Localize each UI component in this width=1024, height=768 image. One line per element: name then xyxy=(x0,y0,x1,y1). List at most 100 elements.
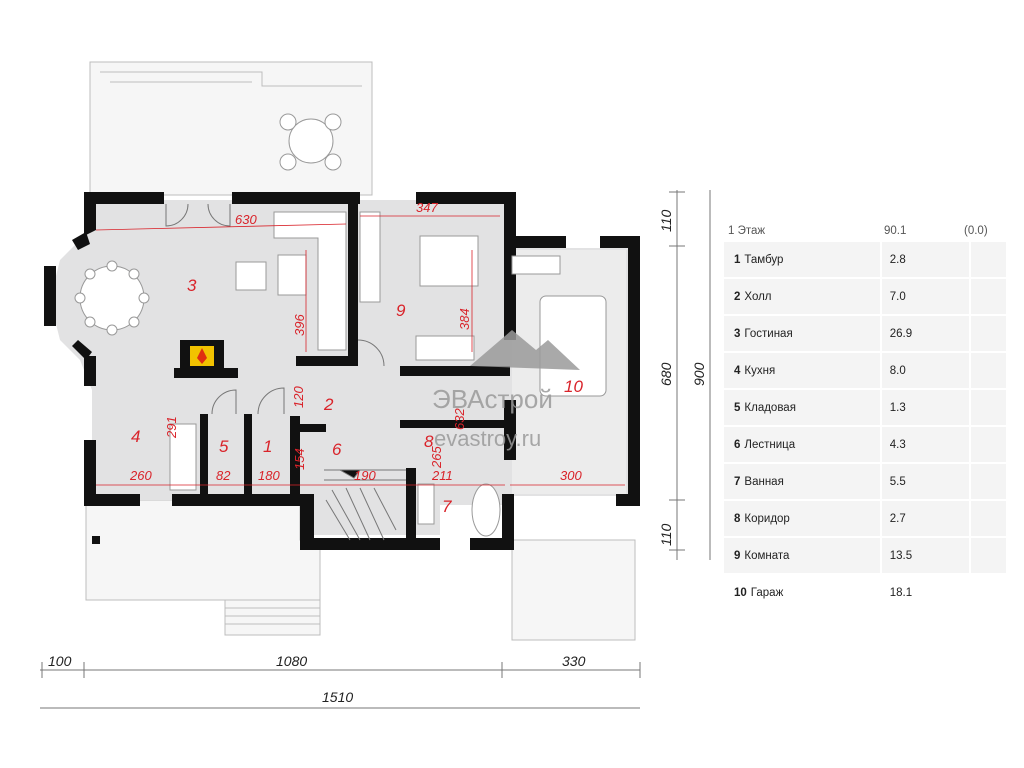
dim-384: 384 xyxy=(457,308,472,330)
room-area: 4.3 xyxy=(881,427,969,462)
room-extra xyxy=(970,316,1006,351)
room-name: Тамбур xyxy=(744,253,784,266)
room-name: Лестница xyxy=(744,438,796,451)
fireplace-icon xyxy=(180,340,224,370)
dim-bottom-330: 330 xyxy=(562,653,586,669)
room-area: 7.0 xyxy=(881,279,969,314)
room-name: Коридор xyxy=(744,512,790,525)
room-extra xyxy=(970,242,1006,277)
dim-120: 120 xyxy=(291,386,306,408)
dim-bottom-1080: 1080 xyxy=(276,653,307,669)
dim-right-bottom-110: 110 xyxy=(658,523,674,546)
room-number: 3 xyxy=(734,327,741,340)
room-number-4: 4 xyxy=(131,427,140,446)
dim-right-680: 680 xyxy=(658,362,674,386)
room-extra xyxy=(970,390,1006,425)
room-extra xyxy=(970,464,1006,499)
room-number: 8 xyxy=(734,512,741,525)
room-number-7: 7 xyxy=(442,497,452,516)
dim-630: 630 xyxy=(235,212,257,227)
terrace-top xyxy=(89,61,373,196)
furniture xyxy=(74,211,607,537)
dim-bottom-1510: 1510 xyxy=(322,689,353,705)
dim-bottom-100: 100 xyxy=(48,653,72,669)
room-extra xyxy=(970,279,1006,314)
door-swings xyxy=(165,203,385,415)
room-area: 26.9 xyxy=(881,316,969,351)
room-number-5: 5 xyxy=(219,437,229,456)
dim-396: 396 xyxy=(292,314,307,336)
room-extra xyxy=(970,538,1006,573)
room-extra xyxy=(970,353,1006,388)
room-number: 5 xyxy=(734,401,741,414)
room-extra xyxy=(970,501,1006,536)
room-name: Комната xyxy=(744,549,790,562)
room-number-9: 9 xyxy=(396,301,406,320)
outer-dimension-lines xyxy=(40,190,711,709)
room-area: 1.3 xyxy=(881,390,969,425)
post-marker xyxy=(92,536,100,544)
room-name: Гараж xyxy=(750,586,784,599)
room-name: Ванная xyxy=(744,475,784,488)
dim-291: 291 xyxy=(164,416,179,439)
room-area: 13.5 xyxy=(881,538,969,573)
dim-265: 265 xyxy=(429,446,444,469)
room-number-8: 8 xyxy=(424,432,434,451)
room-number: 6 xyxy=(734,438,741,451)
inner-dimension-labels: 630 347 396 384 120 291 154 632 265 190 … xyxy=(129,200,582,483)
room-extra xyxy=(970,575,1006,610)
dim-632: 632 xyxy=(452,408,467,430)
room-number-2: 2 xyxy=(323,395,334,414)
dim-right-900: 900 xyxy=(691,362,707,386)
watermark-brand: ЭВАстрой xyxy=(432,384,553,414)
dim-260: 260 xyxy=(129,468,152,483)
room-number: 2 xyxy=(734,290,741,303)
room-number: 10 xyxy=(734,586,747,599)
room-extra xyxy=(970,427,1006,462)
room-area: 2.7 xyxy=(881,501,969,536)
room-name: Холл xyxy=(744,290,772,303)
dim-300: 300 xyxy=(560,468,582,483)
watermark-site: evastroy.ru xyxy=(434,426,541,451)
porch-bottom xyxy=(85,499,636,641)
floor-plan: 3 9 2 4 5 1 6 8 7 10 630 347 396 384 120… xyxy=(40,61,711,709)
dim-347: 347 xyxy=(416,200,438,215)
legend-extra: (0.0) xyxy=(964,225,988,237)
room-number-6: 6 xyxy=(332,440,342,459)
room-area: 2.8 xyxy=(881,242,969,277)
dim-180: 180 xyxy=(258,468,280,483)
legend-floor: 1 Этаж xyxy=(728,225,766,237)
stairs xyxy=(324,469,406,541)
room-name: Гостиная xyxy=(744,327,793,340)
watermark: ЭВАстрой evastroy.ru xyxy=(432,330,580,451)
legend-total: 90.1 xyxy=(884,225,907,237)
room-number: 7 xyxy=(734,475,741,488)
room-name: Кухня xyxy=(744,364,776,377)
room-numbers: 3 9 2 4 5 1 6 8 7 10 xyxy=(131,276,583,516)
dimension-lines xyxy=(95,215,625,486)
room-number-10: 10 xyxy=(564,377,583,396)
room-number: 9 xyxy=(734,549,741,562)
dim-right-top-110: 110 xyxy=(658,209,674,232)
outer-dimension-labels: 100 1080 330 1510 110 680 110 900 xyxy=(48,209,707,705)
dim-154: 154 xyxy=(292,448,307,470)
room-name: Кладовая xyxy=(744,401,796,414)
room-area: 18.1 xyxy=(881,575,969,610)
